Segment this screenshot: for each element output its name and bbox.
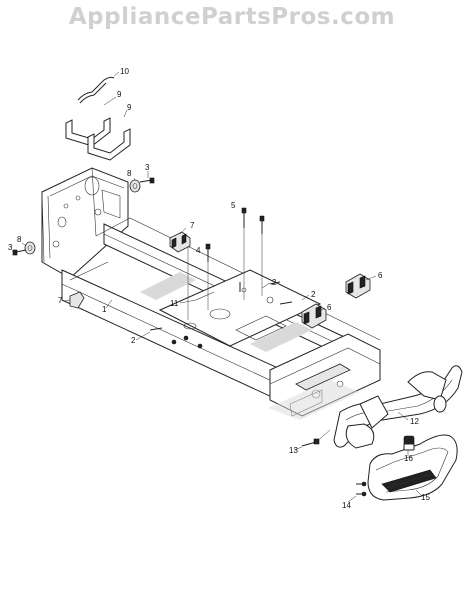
callout-11: 11 — [170, 299, 179, 308]
part-16-cap — [403, 435, 415, 451]
callout-10: 10 — [120, 67, 129, 76]
callout-7a: 7 — [190, 221, 195, 230]
callout-leaders — [11, 171, 423, 503]
callout-15: 15 — [421, 493, 430, 502]
part-12-front-bumper — [333, 365, 463, 449]
frame-front-section — [268, 333, 381, 420]
callout-3a: 3 — [145, 163, 150, 172]
part-2-bolts — [149, 281, 293, 349]
callout-13: 13 — [289, 446, 298, 455]
part-3-bolt-b — [12, 249, 27, 256]
part-6-clamp-b — [345, 273, 371, 299]
part-13-bolt — [301, 429, 331, 447]
callout-2a: 2 — [272, 278, 277, 287]
part-8-nut-b — [24, 241, 36, 255]
part-7-clamp-lower — [69, 291, 85, 309]
callout-9b: 9 — [127, 103, 132, 112]
callout-14: 14 — [342, 501, 351, 510]
part-8-nut-a — [129, 179, 141, 193]
part-9-brackets — [65, 96, 131, 161]
callout-12: 12 — [410, 417, 419, 426]
callout-6a: 6 — [378, 271, 383, 280]
callout-labels: 10 9 9 3 8 3 8 5 7 4 2 6 2 6 7 1 11 2 12… — [8, 67, 430, 510]
callout-1: 1 — [102, 305, 107, 314]
callout-2b: 2 — [311, 290, 316, 299]
part-10-wire-clip — [77, 71, 120, 104]
callout-8b: 8 — [17, 235, 22, 244]
callout-16: 16 — [404, 454, 413, 463]
frame-rear-plate — [41, 167, 129, 279]
part-5-bolts — [187, 207, 265, 320]
callout-2c: 2 — [131, 336, 136, 345]
callout-3b: 3 — [8, 243, 13, 252]
part-7-clamp-upper — [169, 231, 191, 253]
part-3-bolt-a — [139, 177, 155, 184]
callout-7b: 7 — [58, 296, 63, 305]
frame-deck-plate — [158, 269, 322, 347]
callout-5: 5 — [231, 201, 236, 210]
callout-8a: 8 — [127, 169, 132, 178]
part-14-bolts — [356, 483, 362, 495]
watermark: AppliancePartsPros.com — [68, 4, 396, 30]
callout-9a: 9 — [117, 90, 122, 99]
callout-6b: 6 — [327, 303, 332, 312]
callout-4: 4 — [196, 246, 201, 255]
part-15-bumper-pad — [361, 434, 458, 501]
